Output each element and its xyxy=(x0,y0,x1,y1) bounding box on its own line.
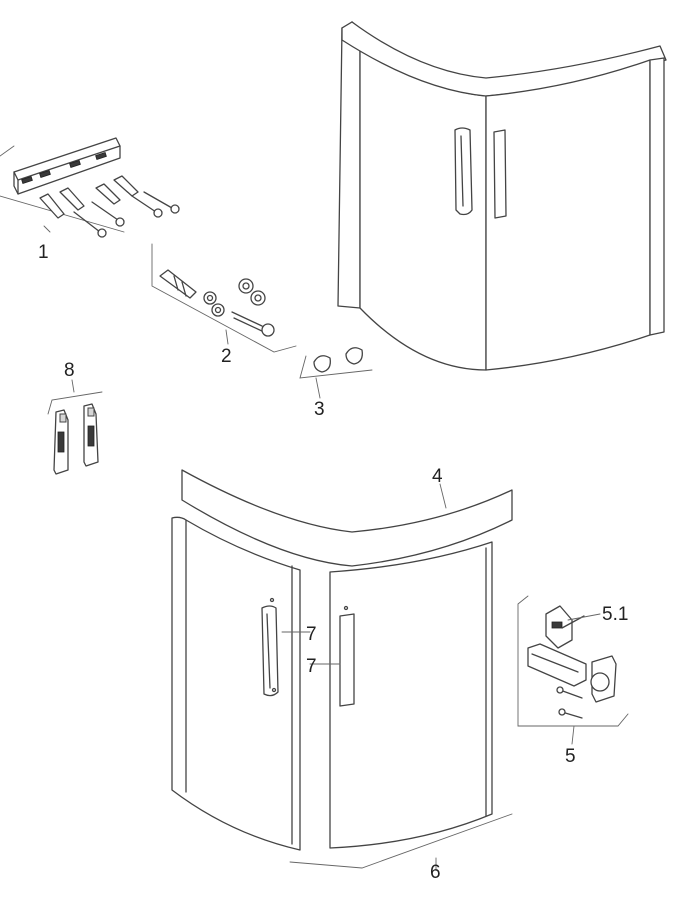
assembled-cabinet xyxy=(337,21,667,371)
part-3-cover-caps xyxy=(299,347,373,379)
part-4-top-panel xyxy=(181,469,513,567)
part-2-fixing-kit xyxy=(151,243,297,353)
label-part-7-lower: 7 xyxy=(306,656,317,677)
label-part-1: 1 xyxy=(38,242,49,263)
label-part-5: 5 xyxy=(565,746,576,767)
part-7-left-door xyxy=(171,516,301,851)
part-6-bracket-line xyxy=(289,813,513,869)
part-5-hinge xyxy=(517,595,629,727)
label-part-5-1: 5.1 xyxy=(602,604,628,625)
leader-lines xyxy=(43,225,601,871)
label-part-4: 4 xyxy=(432,466,443,487)
label-part-7-upper: 7 xyxy=(306,624,317,645)
part-7-right-door xyxy=(329,541,493,849)
label-part-3: 3 xyxy=(314,399,325,420)
part-8-brackets xyxy=(47,391,103,475)
label-part-8: 8 xyxy=(64,360,75,381)
part-1-wall-mounting-set xyxy=(0,137,180,238)
label-part-2: 2 xyxy=(221,346,232,367)
label-part-6: 6 xyxy=(430,862,441,883)
